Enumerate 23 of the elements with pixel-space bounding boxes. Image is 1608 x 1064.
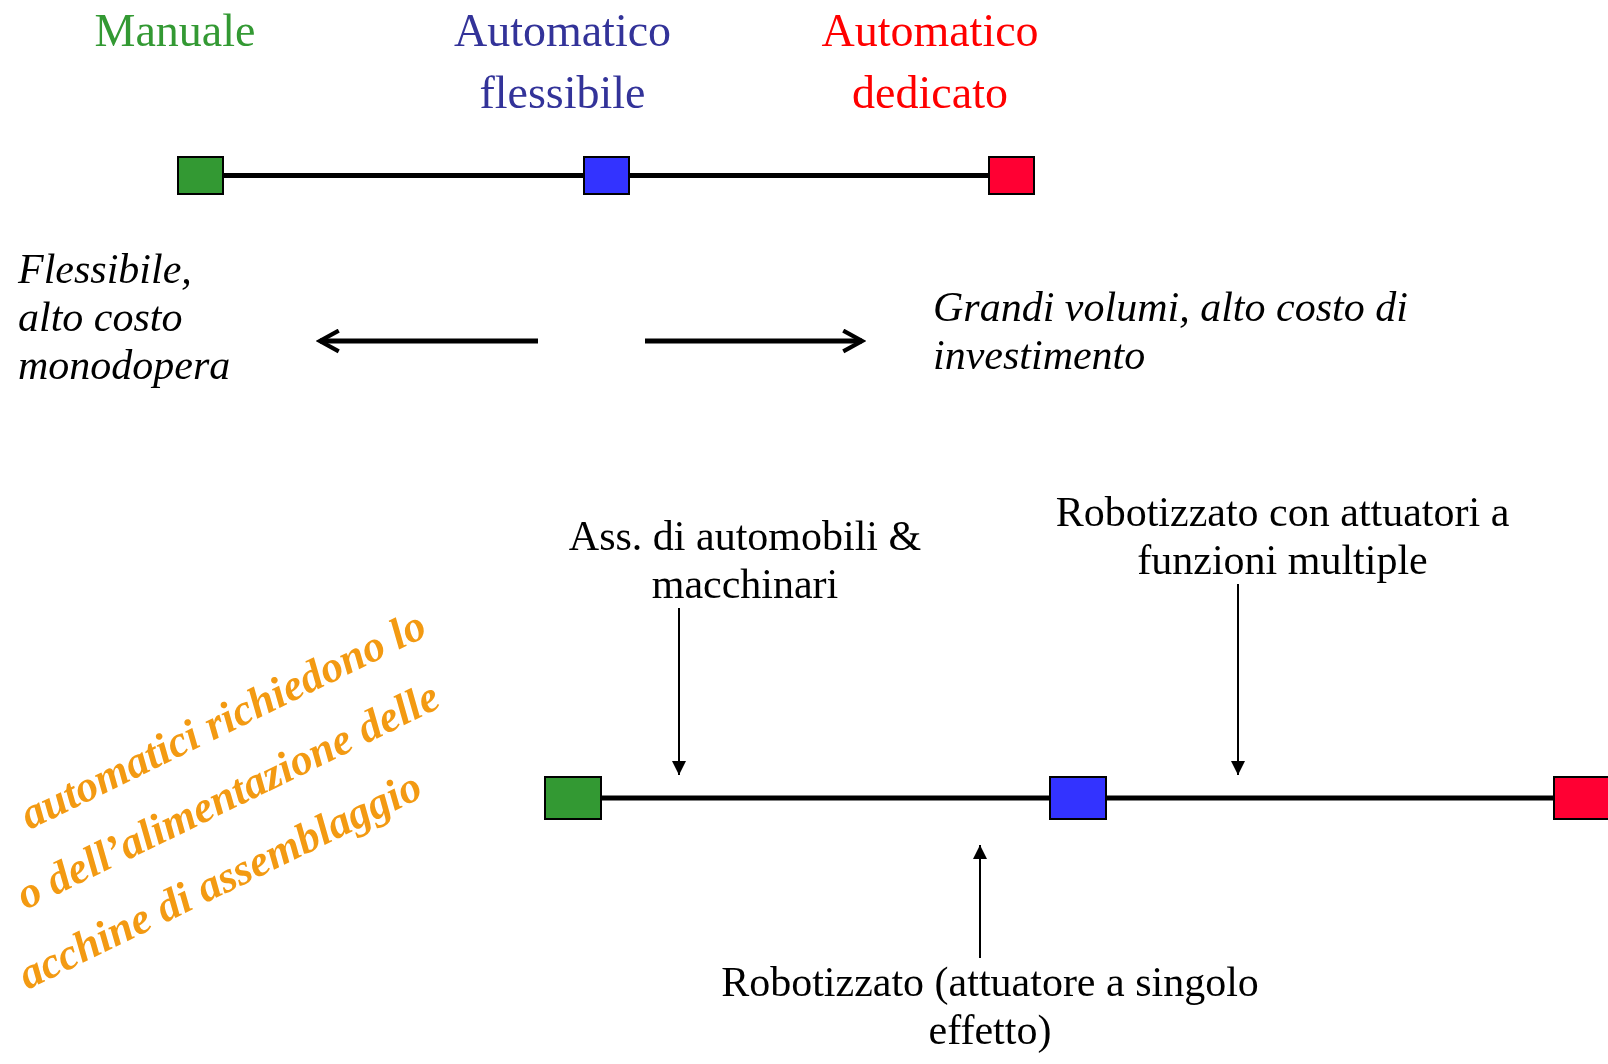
connector-line <box>602 795 1049 801</box>
text-label: Robotizzato (attuatore a singolo effetto) <box>710 958 1270 1054</box>
arrow <box>1231 583 1245 776</box>
text-label: Grandi volumi, alto costo di investimento <box>862 283 1453 403</box>
connector-line <box>1107 795 1553 801</box>
text-label: Robotizzato con attuatori a funzioni multiple <box>1000 488 1565 584</box>
text-label: Ass. di automobili & macchinari <box>530 512 960 608</box>
arrow <box>645 328 865 354</box>
arrow <box>672 607 686 776</box>
column-heading: Automatico flessibile <box>452 4 673 120</box>
square-marker <box>544 776 602 820</box>
square-marker <box>583 156 630 195</box>
column-heading: Manuale <box>93 4 257 58</box>
square-marker <box>988 156 1035 195</box>
column-heading: Automatico dedicato <box>820 4 1040 120</box>
square-marker <box>177 156 224 195</box>
square-marker <box>1553 776 1608 820</box>
arrow <box>973 844 987 959</box>
connector-line <box>224 173 583 178</box>
square-marker <box>1049 776 1107 820</box>
arrow <box>317 328 538 354</box>
text-label: Flessibile, alto costo monodopera <box>18 245 320 415</box>
connector-line <box>630 173 988 178</box>
